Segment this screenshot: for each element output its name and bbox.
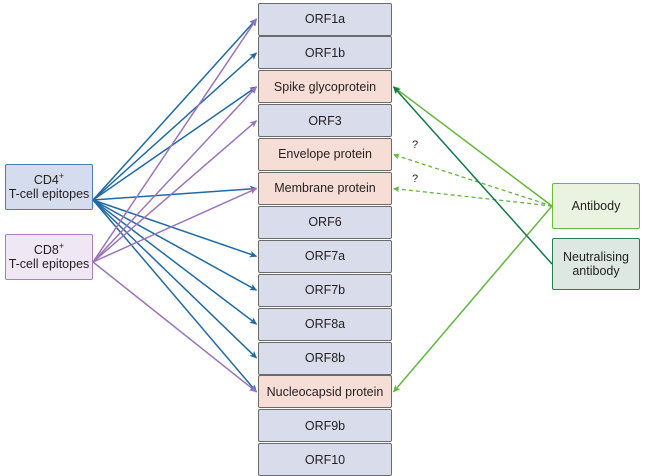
- protein-box-orf3[interactable]: ORF3: [258, 104, 392, 138]
- arrow-cd8-to-membrane: [92, 187, 258, 263]
- node-neutralising-antibody[interactable]: Neutralising antibody: [552, 238, 640, 290]
- protein-label-orf9b: ORF9b: [304, 418, 346, 433]
- protein-label-orf3: ORF3: [308, 113, 342, 128]
- protein-box-envelope[interactable]: Envelope protein: [258, 138, 392, 172]
- arrow-antibody-to-nucleocapsid: [392, 205, 553, 393]
- protein-label-envelope: Envelope protein: [278, 147, 372, 162]
- cd8-superscript: +: [58, 240, 65, 251]
- diagram-canvas: CD4+T-cell epitopes CD8+T-cell epitopes …: [5, 2, 640, 476]
- arrow-cd4-to-membrane: [92, 185, 258, 201]
- arrow-antibody-to-spike: [393, 86, 553, 207]
- arrow-cd8-to-spike: [92, 86, 258, 263]
- protein-box-orf1b[interactable]: ORF1b: [258, 36, 392, 70]
- arrow-cd4-to-orf7a: [92, 199, 258, 258]
- node-antibody[interactable]: Antibody: [552, 183, 640, 229]
- antibody-label: Antibody: [571, 198, 621, 213]
- arrow-layer: [92, 18, 553, 393]
- neutralising-antibody-label: Neutralising antibody: [562, 249, 629, 278]
- protein-box-orf6[interactable]: ORF6: [258, 205, 392, 239]
- cd4-label: CD4+T-cell epitopes: [8, 170, 90, 201]
- protein-label-nucleocapsid: Nucleocapsid protein: [266, 384, 384, 399]
- protein-box-spike[interactable]: Spike glycoprotein: [258, 70, 392, 104]
- arrow-cd4-to-orf8a: [92, 199, 257, 325]
- protein-box-orf8a[interactable]: ORF8a: [258, 307, 392, 341]
- node-cd8-t-cell-epitopes[interactable]: CD8+T-cell epitopes: [5, 234, 93, 280]
- arrow-cd4-to-spike: [92, 86, 258, 201]
- protein-box-orf10[interactable]: ORF10: [258, 443, 392, 476]
- arrow-cd8-to-orf3: [92, 120, 257, 263]
- protein-label-orf1b: ORF1b: [304, 45, 346, 60]
- protein-label-orf10: ORF10: [304, 452, 346, 467]
- protein-label-orf8b: ORF8b: [304, 350, 346, 365]
- question-mark-envelope: ?: [412, 138, 419, 151]
- question-mark-membrane: ?: [412, 172, 419, 185]
- cd4-superscript: +: [58, 170, 65, 181]
- arrow-cd4-to-orf7b: [92, 199, 258, 291]
- protein-box-orf7a[interactable]: ORF7a: [258, 239, 392, 273]
- arrow-cd8-to-orf1a: [92, 18, 258, 263]
- protein-box-membrane[interactable]: Membrane protein: [258, 172, 392, 205]
- node-cd4-t-cell-epitopes[interactable]: CD4+T-cell epitopes: [5, 164, 93, 210]
- cd8-label: CD8+T-cell epitopes: [8, 240, 90, 271]
- arrow-cd8-to-nucleocapsid: [92, 261, 257, 393]
- protein-box-orf1a[interactable]: ORF1a: [258, 2, 392, 36]
- arrow-cd4-to-orf1a: [92, 18, 258, 201]
- arrow-neutralising_antibody-to-spike: [392, 86, 553, 265]
- protein-label-orf6: ORF6: [308, 215, 342, 230]
- protein-box-orf8b[interactable]: ORF8b: [258, 341, 392, 375]
- arrow-cd4-to-orf1b: [92, 52, 258, 201]
- protein-label-spike: Spike glycoprotein: [273, 79, 377, 94]
- arrow-antibody-to-membrane: [392, 186, 553, 207]
- protein-label-orf7b: ORF7b: [304, 283, 346, 297]
- protein-label-orf7a: ORF7a: [304, 249, 346, 264]
- arrow-cd4-to-orf8b: [92, 199, 258, 359]
- protein-label-membrane: Membrane protein: [274, 181, 376, 196]
- protein-box-orf7b[interactable]: ORF7b: [258, 273, 392, 307]
- protein-label-orf1a: ORF1a: [304, 11, 346, 26]
- protein-label-orf8a: ORF8a: [304, 316, 346, 331]
- protein-box-nucleocapsid[interactable]: Nucleocapsid protein: [258, 375, 392, 409]
- protein-box-orf9b[interactable]: ORF9b: [258, 409, 392, 443]
